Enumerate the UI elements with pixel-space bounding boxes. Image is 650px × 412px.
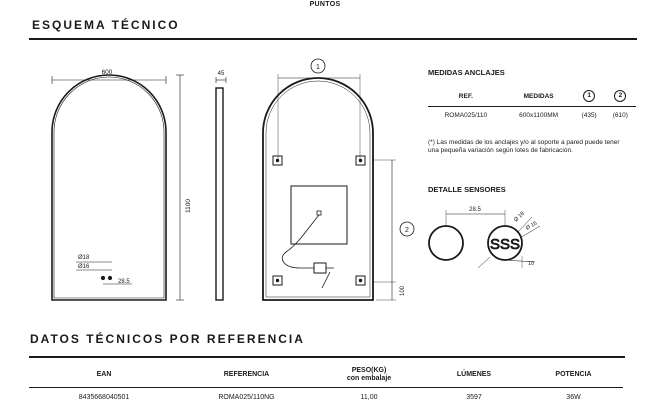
esquema-divider xyxy=(29,38,637,40)
height-label: 1100 xyxy=(185,199,192,213)
cell-ref: ROMA025/110 xyxy=(444,112,488,119)
cell-lumenes: 3597 xyxy=(466,394,482,401)
cell-peso: 11,00 xyxy=(360,394,378,401)
diameter-16-label: Ø16 xyxy=(78,264,90,270)
anclajes-title: MEDIDAS ANCLAJES xyxy=(428,68,505,77)
header-referencia: REFERENCIA xyxy=(179,364,314,388)
header-medidas: MEDIDAS xyxy=(503,86,574,107)
side-view xyxy=(215,77,227,301)
cell-medidas: 600x1100MM xyxy=(519,112,559,119)
width-label: 600 xyxy=(102,69,113,76)
datos-divider xyxy=(29,356,625,358)
header-col2: 2 xyxy=(604,86,636,107)
cell-v1: (435) xyxy=(581,112,597,119)
header-ean: EAN xyxy=(29,364,179,388)
header-peso: PESO(KG) con embalaje xyxy=(314,364,424,388)
anclajes-note: (*) Las medidas de los anclajes y/o al s… xyxy=(428,139,620,154)
header-peso-line1: PESO(KG) xyxy=(351,367,387,374)
sensores-title: DETALLE SENSORES xyxy=(428,185,506,194)
header-peso-line2: con embalaje xyxy=(346,375,392,382)
callout-1: 1 xyxy=(316,64,320,71)
datos-table: EAN REFERENCIA PESO(KG) con embalaje LÚM… xyxy=(29,364,623,407)
sensor-d18: Ø 18 xyxy=(513,211,526,224)
sensor-spacing: 28.5 xyxy=(469,207,481,213)
callout-2: 2 xyxy=(405,227,409,234)
datos-title: DATOS TÉCNICOS POR REFERENCIA xyxy=(30,332,305,346)
esquema-title: ESQUEMA TÉCNICO xyxy=(32,18,180,32)
table-row: 8435668040501 ROMA025/110NG 11,00 3597 3… xyxy=(29,388,623,408)
cell-potencia: 36W xyxy=(566,394,581,401)
top-label: PUNTOS xyxy=(309,1,341,8)
table-row: ROMA025/110 600x1100MM (435) (610) xyxy=(428,107,636,125)
cell-v2: (610) xyxy=(612,112,628,119)
front-view xyxy=(51,74,184,301)
cell-referencia: ROMA025/110NG xyxy=(218,394,275,401)
depth-label: 45 xyxy=(218,71,225,77)
bottom-anchor-label: 100 xyxy=(400,285,406,296)
sensor-spacing-label: 28.5 xyxy=(118,279,130,285)
header-potencia: POTENCIA xyxy=(524,364,623,388)
datos-header-row: EAN REFERENCIA PESO(KG) con embalaje LÚM… xyxy=(29,364,623,388)
sensor-logo: SSS xyxy=(490,236,520,253)
anclajes-header-row: REF. MEDIDAS 1 2 xyxy=(428,86,636,107)
header-lumenes: LÚMENES xyxy=(424,364,524,388)
sensor-d16: Ø 16 xyxy=(525,221,538,232)
diameter-18-label: Ø18 xyxy=(78,255,90,261)
back-view xyxy=(262,58,415,301)
header-ref: REF. xyxy=(428,86,504,107)
cell-ean: 8435668040501 xyxy=(78,394,130,401)
callout-1-badge: 1 xyxy=(583,90,596,102)
anclajes-table: REF. MEDIDAS 1 2 ROMA025/110 600x1100MM … xyxy=(428,86,636,124)
sensor-small-dim: 10 xyxy=(528,261,534,267)
header-col1: 1 xyxy=(573,86,605,107)
sensor-detail xyxy=(428,210,541,269)
callout-2-badge: 2 xyxy=(614,90,627,102)
